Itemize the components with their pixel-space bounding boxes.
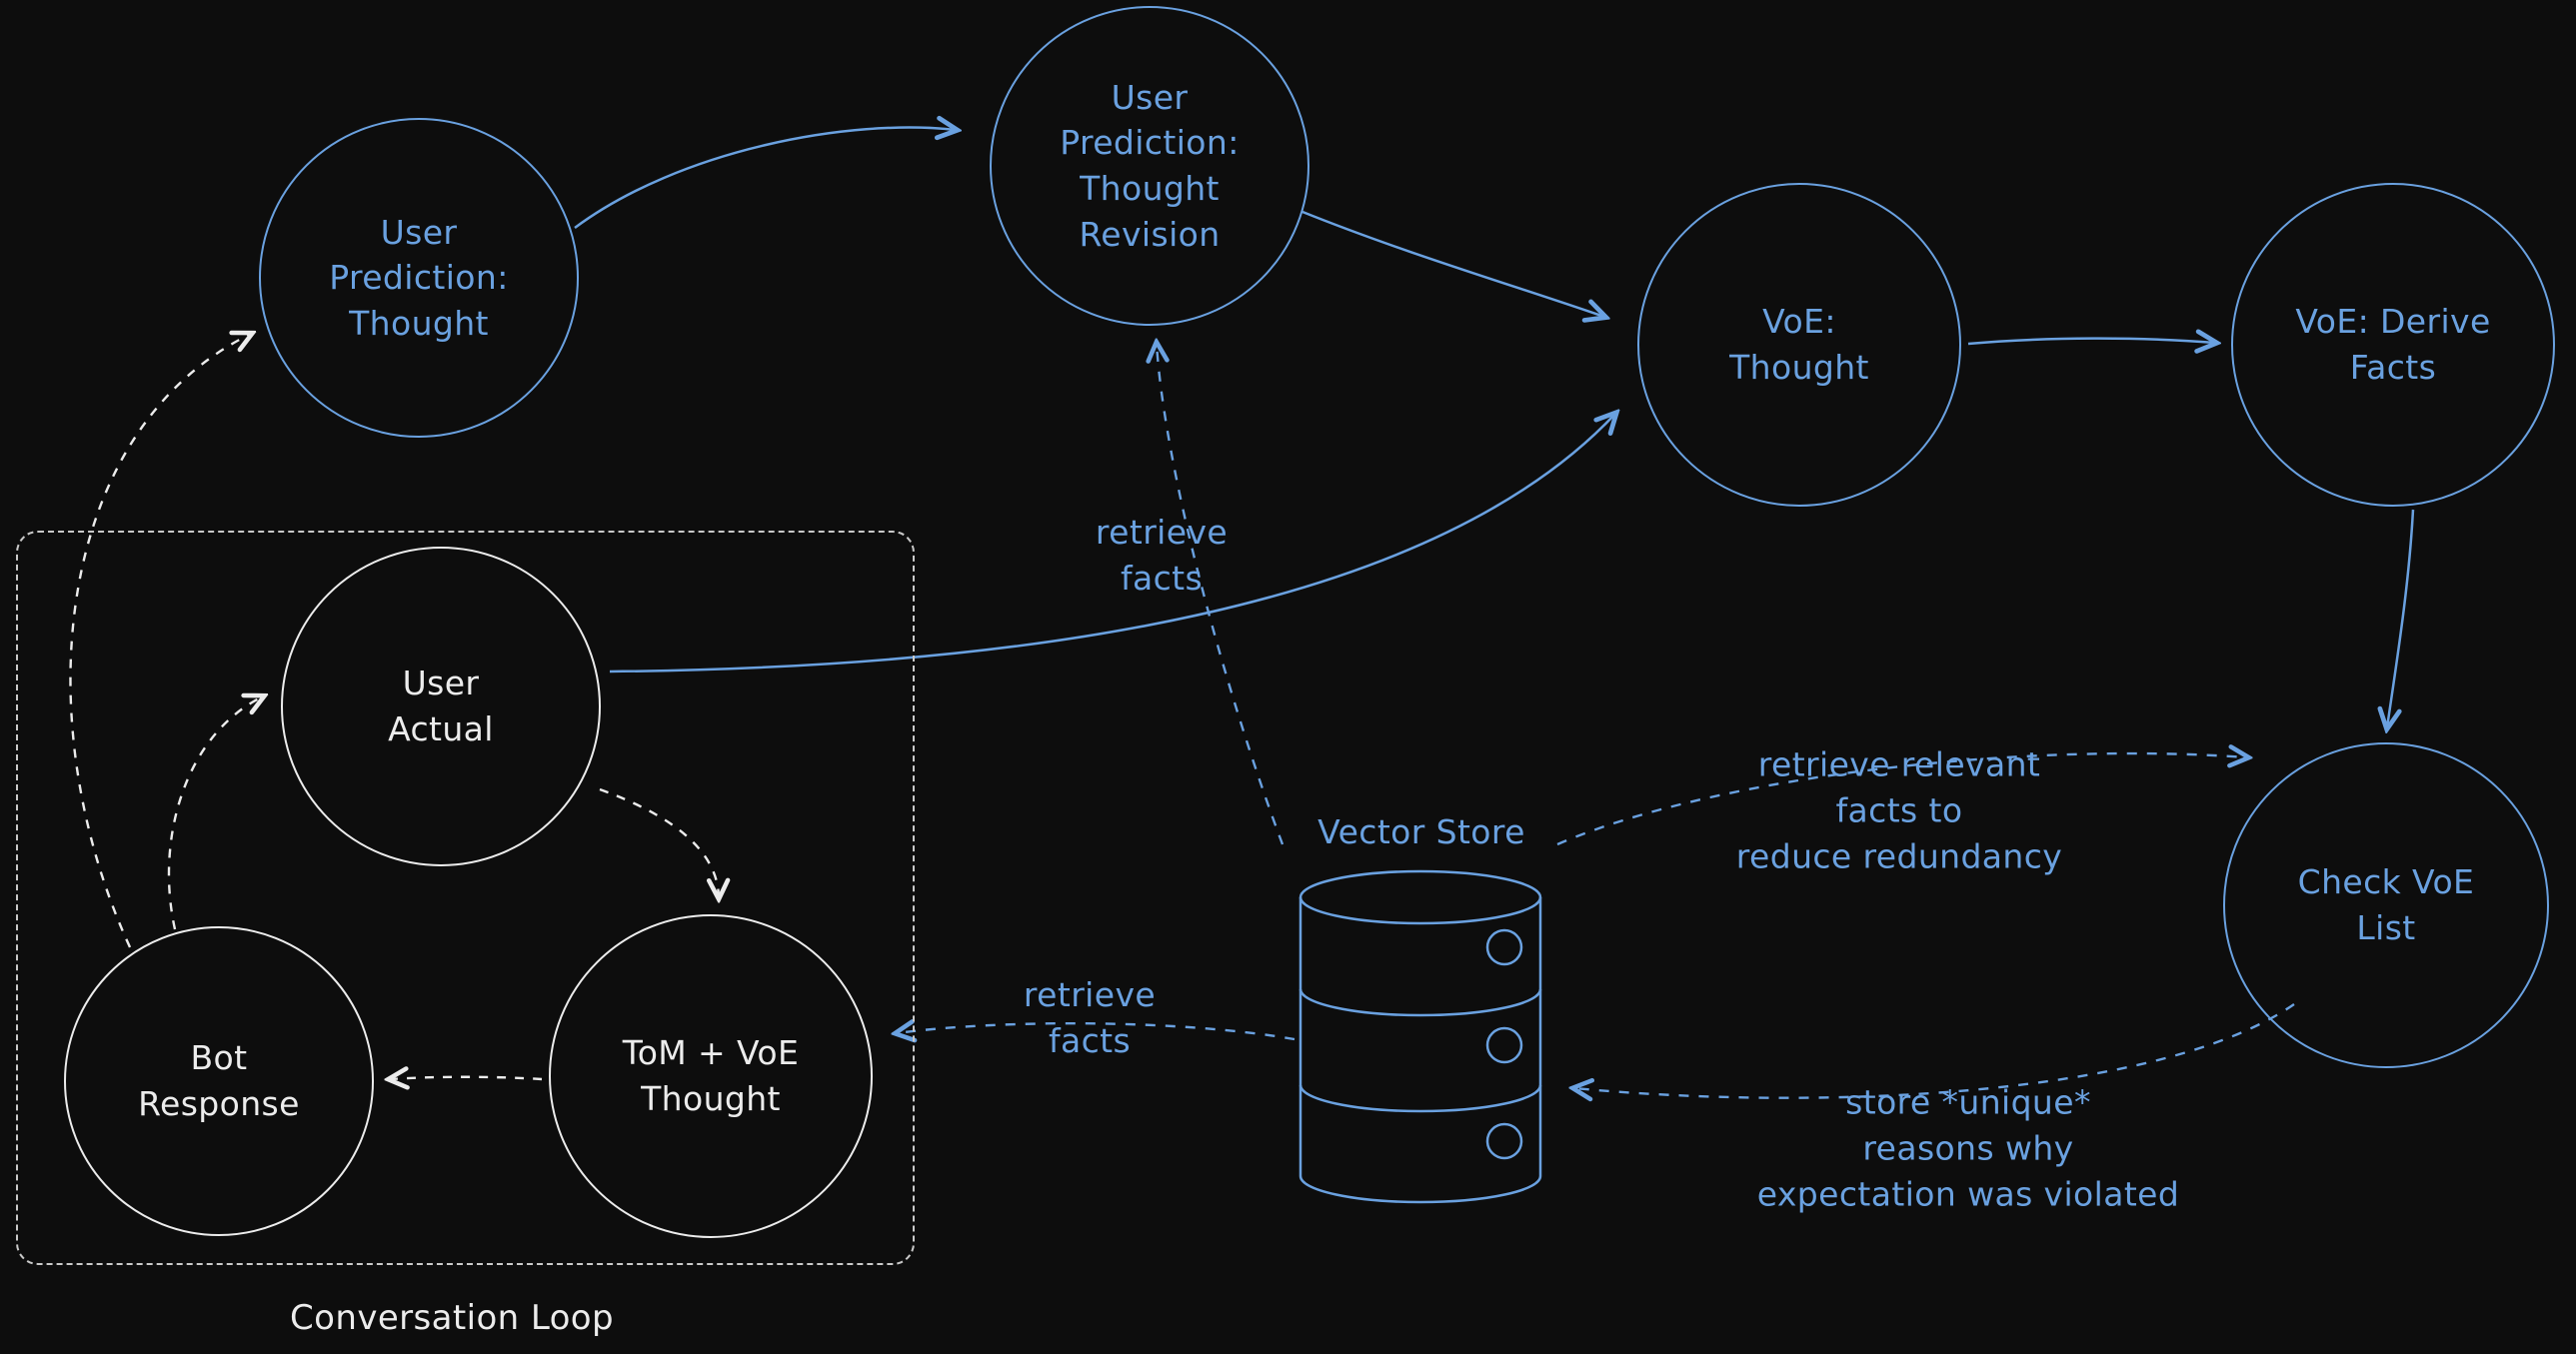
node-label: VoE: Derive Facts: [2295, 302, 2491, 387]
arrow-bot-to-user-prediction: [69, 334, 251, 948]
node-label: ToM + VoE Thought: [622, 1033, 800, 1118]
arrow-tom-to-bot: [390, 1077, 543, 1079]
node-tom-voe-thought: ToM + VoE Thought: [549, 914, 873, 1238]
vector-store-icon: [1298, 869, 1542, 1204]
label-vector-store: Vector Store: [1317, 811, 1525, 851]
node-label: User Prediction: Thought: [329, 212, 509, 343]
node-user-prediction-thought-revision: User Prediction: Thought Revision: [990, 6, 1309, 326]
node-user-prediction-thought: User Prediction: Thought: [259, 118, 579, 438]
arrow-store-to-check-list-retrieve-relevant: [1556, 753, 2247, 846]
conversation-loop-box: [16, 531, 915, 1265]
arrow-derive-facts-to-check-list: [2387, 509, 2415, 727]
label-retrieve-facts-left: retrieve facts: [1023, 974, 1157, 1060]
arrow-bot-to-user-actual: [167, 696, 263, 930]
node-user-actual: User Actual: [281, 547, 601, 866]
arrow-check-list-to-store-unique: [1574, 1003, 2295, 1098]
arrow-revision-to-voe-thought: [1301, 210, 1604, 317]
node-label: Bot Response: [138, 1038, 300, 1123]
node-label: Check VoE List: [2297, 862, 2475, 947]
label-conversation-loop: Conversation Loop: [290, 1298, 614, 1339]
node-check-voe-list: Check VoE List: [2223, 742, 2549, 1068]
label-store-unique-reasons: store *unique* reasons why expectation w…: [1756, 1082, 2180, 1215]
node-label: User Prediction: Thought Revision: [1060, 77, 1240, 254]
node-voe-derive-facts: VoE: Derive Facts: [2231, 183, 2555, 507]
arrow-user-actual-to-tom: [599, 787, 719, 897]
arrow-user-actual-to-voe-thought: [609, 414, 1615, 674]
node-voe-thought: VoE: Thought: [1637, 183, 1961, 507]
label-retrieve-facts-top: retrieve facts: [1095, 512, 1229, 598]
label-retrieve-relevant-facts: retrieve relevant facts to reduce redund…: [1735, 744, 2063, 877]
arrow-store-to-tom-retrieve-facts: [897, 1023, 1295, 1039]
node-label: VoE: Thought: [1729, 302, 1869, 387]
node-bot-response: Bot Response: [64, 926, 374, 1236]
arrow-prediction-to-revision: [574, 128, 956, 230]
arrow-voe-thought-to-derive-facts: [1967, 339, 2215, 344]
node-label: User Actual: [388, 664, 494, 748]
arrow-store-to-revision-retrieve-facts: [1157, 344, 1285, 845]
